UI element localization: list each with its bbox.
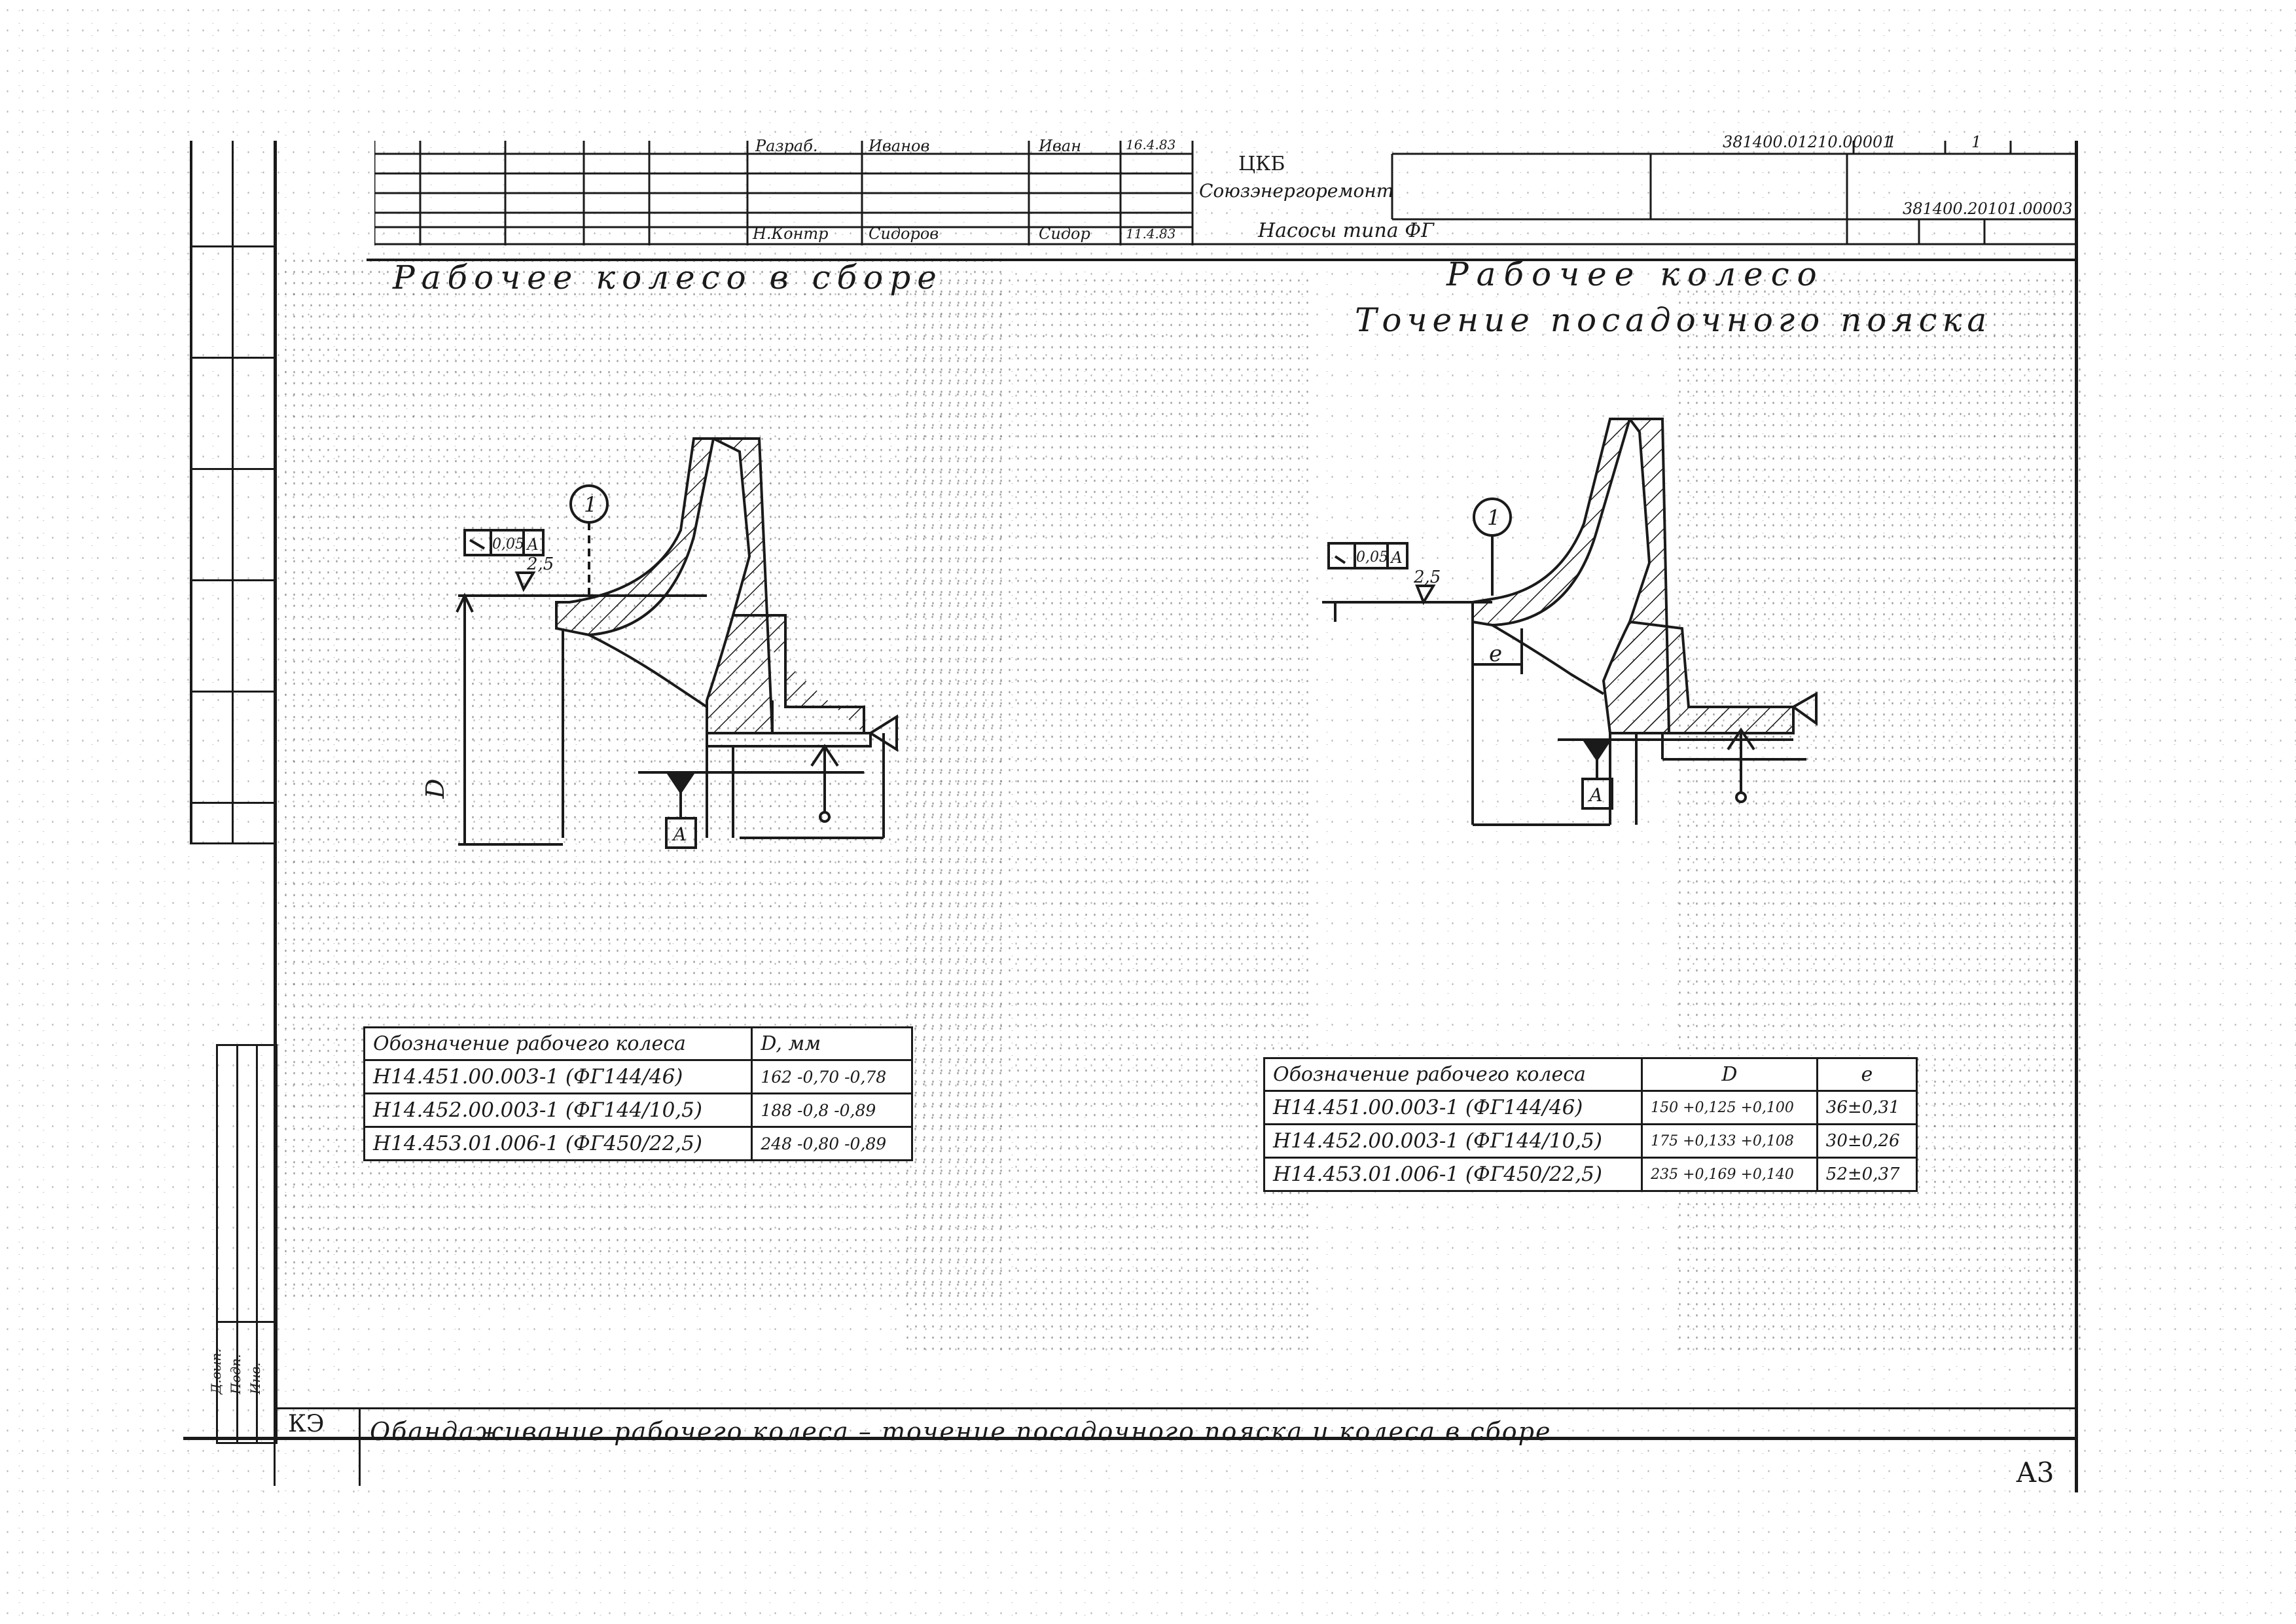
table-cell: Н14.451.00.003-1 (ФГ144/46): [1263, 1090, 1643, 1125]
frame-bottom-line: [183, 1437, 2075, 1440]
table-cell: 150 +0,125 +0,100: [1641, 1090, 1818, 1125]
product-name: Насосы типа ФГ: [1258, 219, 1434, 242]
frame-left-line: [274, 141, 277, 1443]
right-impeller-drawing: 2,5 0,05 А 1 е А: [1322, 418, 1818, 826]
table-cell: Н14.452.00.003-1 (ФГ144/10,5): [1263, 1123, 1643, 1159]
doc-number-top: 381400.01210.00001: [1723, 133, 1893, 151]
table-cell: 188 -0,8 -0,89: [751, 1092, 913, 1128]
control-signature: Сидор: [1039, 225, 1090, 243]
table-header-cell: D: [1641, 1057, 1818, 1092]
bottom-strip: [274, 1407, 2075, 1486]
table-cell: 52±0,37: [1816, 1157, 1918, 1192]
table-row: Н14.453.01.006-1 (ФГ450/22,5) 235 +0,169…: [1263, 1157, 1918, 1192]
right-datum-box-label: А: [1588, 784, 1603, 806]
side-label-1: Д.вып.: [208, 1348, 224, 1394]
table-row: Н14.451.00.003-1 (ФГ144/46) 150 +0,125 +…: [1263, 1090, 1918, 1125]
table-header-row: Обозначение рабочего колеса D, мм: [363, 1026, 913, 1061]
scan-shade-mid: [903, 275, 1309, 1355]
org-line-2: Союзэнергоремонт: [1199, 180, 1394, 202]
table-row: Н14.452.00.003-1 (ФГ144/10,5) 188 -0,8 -…: [363, 1092, 913, 1128]
sheet-count: 1: [1971, 133, 1982, 151]
table-cell: 248 -0,80 -0,89: [751, 1126, 913, 1161]
left-datum-box-label: А: [672, 823, 687, 845]
table-header-cell: Обозначение рабочего колеса: [363, 1026, 753, 1061]
table-cell: 175 +0,133 +0,108: [1641, 1123, 1818, 1159]
table-row: Н14.452.00.003-1 (ФГ144/10,5) 175 +0,133…: [1263, 1123, 1918, 1159]
title-block-grid: [374, 141, 2076, 245]
right-dimension-table: Обозначение рабочего колеса D е Н14.451.…: [1263, 1057, 1918, 1192]
left-tolerance-datum: А: [526, 535, 539, 554]
side-label-3: Инв.: [247, 1362, 263, 1394]
control-role: Н.Контр: [753, 225, 829, 243]
left-dimension-table: Обозначение рабочего колеса D, мм Н14.45…: [363, 1026, 913, 1161]
right-dim-label: е: [1489, 641, 1502, 667]
developer-name: Иванов: [869, 137, 930, 155]
right-callout-number: 1: [1487, 505, 1500, 530]
title-block: Разраб. Иванов Иван 16.4.83 Н.Контр Сидо…: [374, 133, 2076, 245]
bottom-code: КЭ: [288, 1411, 325, 1437]
table-cell: 162 -0,70 -0,78: [751, 1059, 913, 1094]
bottom-caption: Обандаживание рабочего колеса – точение …: [370, 1417, 1552, 1446]
left-tolerance-value: 0,05: [492, 536, 524, 552]
right-section-title-2: Точение посадочного пояска: [1355, 301, 1992, 339]
left-section-title: Рабочее колесо в сборе: [393, 259, 943, 297]
sheet-number: 1: [1886, 133, 1897, 151]
doc-number: 381400.20101.00003: [1903, 200, 2073, 218]
left-dim-label: D: [421, 779, 450, 799]
right-tolerance-value: 0,05: [1356, 549, 1388, 566]
table-cell: Н14.453.01.006-1 (ФГ450/22,5): [363, 1126, 753, 1161]
format-label: А3: [2016, 1456, 2054, 1489]
table-header-cell: D, мм: [751, 1026, 913, 1061]
left-callout-number: 1: [584, 492, 597, 517]
left-margin-stamp: [216, 1044, 278, 1444]
table-cell: 36±0,31: [1816, 1090, 1918, 1125]
table-header-cell: е: [1816, 1057, 1918, 1092]
left-roughness: 2,5: [526, 554, 554, 574]
table-header-row: Обозначение рабочего колеса D е: [1263, 1057, 1918, 1092]
table-header-cell: Обозначение рабочего колеса: [1263, 1057, 1643, 1092]
developer-signature: Иван: [1039, 137, 1082, 155]
right-tolerance-datum: А: [1390, 549, 1403, 567]
table-cell: 235 +0,169 +0,140: [1641, 1157, 1818, 1192]
table-row: Н14.453.01.006-1 (ФГ450/22,5) 248 -0,80 …: [363, 1126, 913, 1161]
table-cell: Н14.451.00.003-1 (ФГ144/46): [363, 1059, 753, 1094]
control-name: Сидоров: [869, 225, 939, 243]
frame-right-line: [2075, 141, 2078, 1492]
right-roughness: 2,5: [1413, 568, 1441, 587]
right-section-title-1: Рабочее колесо: [1446, 255, 1825, 293]
developer-date: 16.4.83: [1126, 137, 1176, 153]
frame-top-line: [367, 259, 2075, 261]
side-label-2: Подп.: [228, 1354, 243, 1394]
control-date: 11.4.83: [1126, 226, 1176, 242]
left-impeller-drawing: 2,5 0,05 А 1 D А: [421, 437, 898, 849]
table-cell: Н14.453.01.006-1 (ФГ450/22,5): [1263, 1157, 1643, 1192]
table-cell: 30±0,26: [1816, 1123, 1918, 1159]
table-row: Н14.451.00.003-1 (ФГ144/46) 162 -0,70 -0…: [363, 1059, 913, 1094]
org-line-1: ЦКБ: [1238, 153, 1285, 175]
left-margin-columns: [190, 141, 276, 844]
developer-role: Разраб.: [755, 137, 818, 155]
table-cell: Н14.452.00.003-1 (ФГ144/10,5): [363, 1092, 753, 1128]
